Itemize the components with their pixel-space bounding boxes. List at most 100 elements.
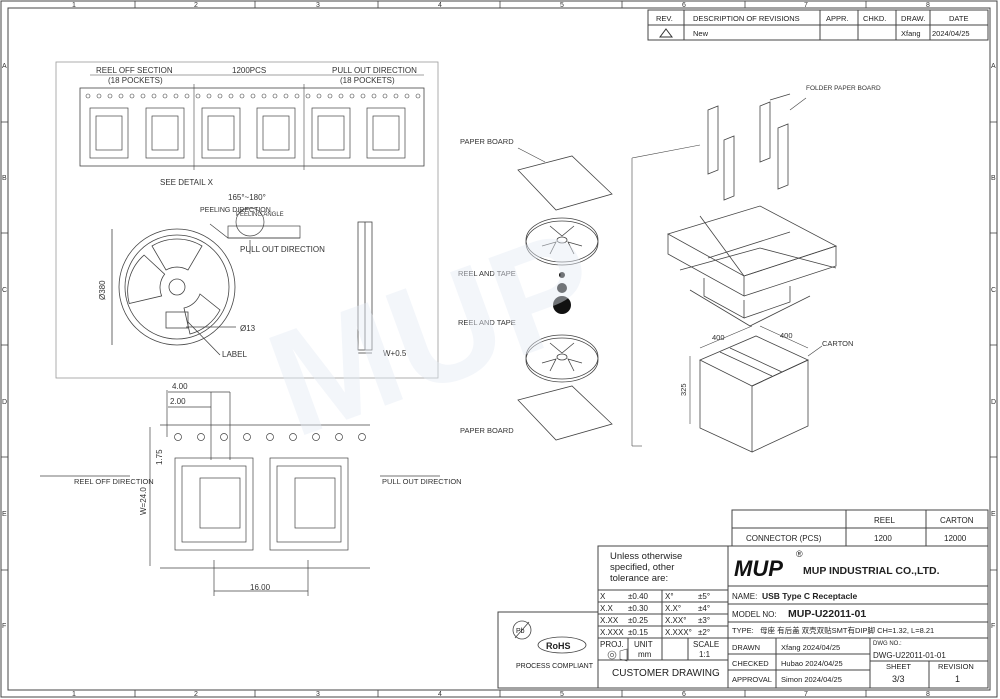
row-label-d: D [2,399,7,406]
drawn-label: DRAWN [732,643,760,652]
registered-mark: ® [796,549,803,559]
row-label-b: B [2,175,7,182]
reel-diameter-label: Ø380 [98,280,107,300]
tolerance-note-2: specified, other [610,562,674,573]
dwg-label: DWG NO.: [873,641,902,647]
row-label-f: F [2,623,6,630]
row-label-e: E [2,511,7,518]
pb-free-icon [512,620,532,640]
name-label: NAME: [732,592,757,601]
tol-d-3: ±2° [698,628,710,637]
sheet-label: SHEET [886,662,911,671]
see-detail-label: SEE DETAIL X [160,178,214,187]
tol-a-0: X [600,592,606,601]
row-label-a-right: A [991,63,996,70]
row-label-c-right: C [991,287,996,294]
qty-row-label: CONNECTOR (PCS) [746,534,822,543]
checked-value: Hubao 2024/04/25 [781,659,843,668]
sheet-value: 3/3 [892,674,905,684]
qty-header-carton: CARTON [940,516,974,525]
col-label-3: 3 [316,2,320,9]
revision-row-date: 2024/04/25 [932,29,970,38]
company-logo: MUP [734,556,783,581]
tol-c-3: X.XXX° [665,628,692,637]
process-compliant-label: PROCESS COMPLIANT [516,663,594,670]
pb-label: Pb [516,628,525,635]
angle-label: 165°~180° [228,193,266,202]
tol-c-2: X.XX° [665,616,686,625]
pull-out-label: PULL OUT DIRECTION [240,245,325,254]
sprocket-holes [85,93,421,99]
revision-label: REVISION [938,662,974,671]
row-label-f-right: F [991,623,995,630]
rohs-block: Pb RoHS PROCESS COMPLIANT [497,611,599,689]
checked-label: CHECKED [732,659,769,668]
unit-label: UNIT [634,640,653,649]
qty-carton-value: 12000 [944,534,967,543]
col-label-1-bottom: 1 [72,691,76,698]
tol-c-1: X.X° [665,604,681,613]
reel-drawing [111,228,236,356]
col-label-6: 6 [682,2,686,9]
carton-height-dim: 325 [679,383,688,396]
col-label-4-bottom: 4 [438,691,442,698]
pull-out-direction-label: PULL OUT DIRECTION [332,66,417,75]
tol-d-1: ±4° [698,604,710,613]
dim-175: 1.75 [155,449,164,465]
date-header: DATE [949,14,968,23]
dim-400: 4.00 [172,382,188,391]
col-label-8: 8 [926,2,930,9]
tol-b-0: ±0.40 [628,592,649,601]
proj-label: PROJ. [600,640,624,649]
row-label-d-right: D [991,399,996,406]
revision-triangle-icon [659,28,673,38]
count-label: 1200PCS [232,66,266,75]
folder-label: FOLDER PAPER BOARD [806,85,881,92]
dim-200: 2.00 [170,397,186,406]
product-name: USB Type C Receptacle [762,591,858,601]
col-label-3-bottom: 3 [316,691,320,698]
width-label: W+0.5 [383,349,407,358]
reel-tape-1-label: REEL AND TAPE [458,269,516,278]
packing-view: FOLDER PAPER BOARD PAPER BOARD REEL AND … [458,85,881,453]
unit-value: mm [638,650,652,659]
peeling-angle-label: PEELING ANGLE [236,212,284,218]
qty-header-reel: REEL [874,516,895,525]
row-label-c: C [2,287,7,294]
rev-header: REV. [656,14,673,23]
tol-d-0: ±5° [698,592,710,601]
approval-label: APPROVAL [732,675,772,684]
dwg-number: DWG-U22011-01-01 [873,651,946,660]
draw-header: DRAW. [901,14,925,23]
paper-board-top-label: PAPER BOARD [460,137,514,146]
paper-board-bottom-label: PAPER BOARD [460,426,514,435]
approval-value: Simon 2024/04/25 [781,675,842,684]
detail-reel-off-label: REEL OFF DIRECTION [74,477,154,486]
tol-b-3: ±0.15 [628,628,649,637]
tol-c-0: X° [665,592,674,601]
carton-label: CARTON [822,339,853,348]
detail-pull-out-label: PULL OUT DIRECTION [382,477,462,486]
quantity-table: REEL CARTON CONNECTOR (PCS) 1200 12000 [731,509,989,547]
carton-depth-dim: 400 [780,331,793,340]
revision-row-draw: Xfang [901,29,921,38]
tape-pockets [89,107,406,159]
col-label-4: 4 [438,2,442,9]
carton-box [699,335,809,453]
col-label-8-bottom: 8 [926,691,930,698]
scale-value: 1:1 [699,650,711,659]
type-value: 母座 有后盖 双壳双贴SMT有DIP脚 CH=1.32, L=8.21 [760,625,934,635]
reel-off-pockets-label: (18 POCKETS) [108,76,163,85]
col-label-1: 1 [72,2,76,9]
col-label-5-bottom: 5 [560,691,564,698]
dim-w: W=24.0 [139,487,148,515]
appr-header: APPR. [826,14,849,23]
label-label: LABEL [222,350,247,359]
reel-tape-2-label: REEL AND TAPE [458,318,516,327]
rohs-label: RoHS [546,641,571,651]
title-block: MUP ® MUP INDUSTRIAL CO.,LTD. NAME: USB … [727,545,989,689]
peeling-direction-label: PEELING DIRECTION [200,207,271,214]
col-label-5: 5 [560,2,564,9]
reel-off-section-label: REEL OFF SECTION [96,66,173,75]
